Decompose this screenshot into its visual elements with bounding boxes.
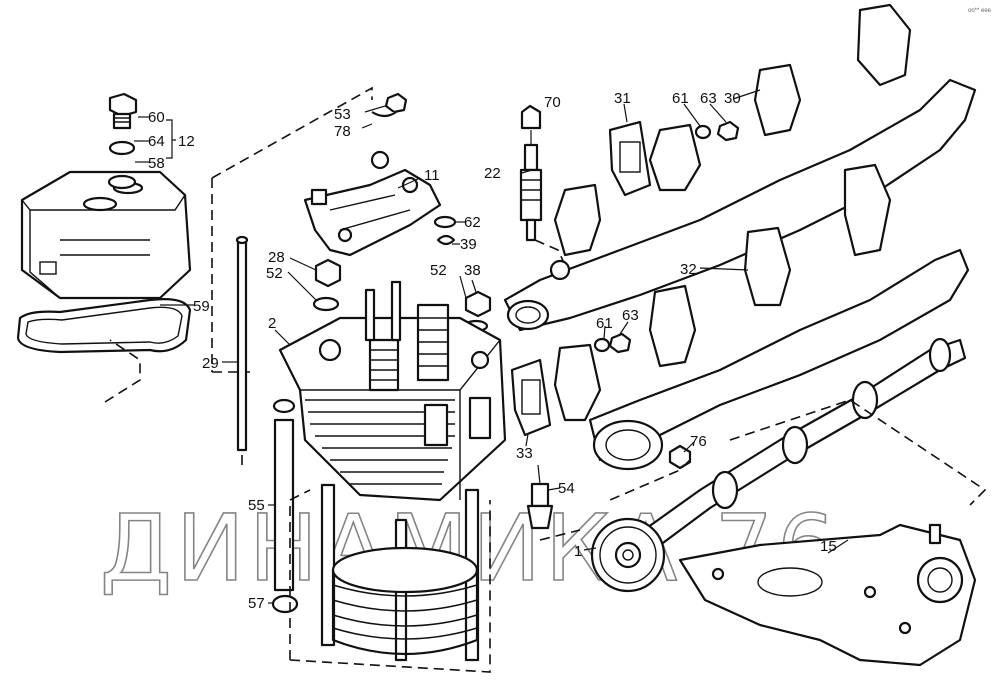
callout-63a: 63 <box>700 90 717 107</box>
frame-line <box>534 239 566 266</box>
callout-31: 31 <box>614 90 631 107</box>
callout-2: 2 <box>268 315 276 332</box>
callout-labels: 60 64 12 58 59 53 78 11 62 39 28 52 52 3… <box>148 90 837 612</box>
callout-39: 39 <box>460 236 477 253</box>
callout-70: 70 <box>544 94 561 111</box>
frame-line <box>289 489 311 660</box>
callout-12: 12 <box>178 133 195 150</box>
callout-62: 62 <box>464 214 481 231</box>
washer-64 <box>108 140 136 156</box>
frame-line <box>609 459 691 501</box>
manifold-32 <box>553 163 970 471</box>
gasket-33 <box>510 358 552 437</box>
callout-28: 28 <box>268 249 285 266</box>
callout-30: 30 <box>724 90 741 107</box>
callout-38: 38 <box>464 262 481 279</box>
callout-52b: 52 <box>430 262 447 279</box>
injector-cap-70 <box>520 104 542 130</box>
frame-line <box>289 500 491 673</box>
callout-1: 1 <box>574 543 582 560</box>
corner-mark: oo** eee <box>968 8 992 14</box>
seal-57 <box>271 594 299 614</box>
seal-58 <box>107 174 137 190</box>
callout-15: 15 <box>820 538 837 555</box>
tube-55 <box>272 398 296 592</box>
callout-33: 33 <box>516 445 533 462</box>
callout-52a: 52 <box>266 265 283 282</box>
push-rod-29 <box>235 235 249 452</box>
callout-64: 64 <box>148 133 165 150</box>
cam-gear <box>590 517 666 593</box>
callout-63b: 63 <box>622 307 639 324</box>
callout-58: 58 <box>148 155 165 172</box>
callout-22: 22 <box>484 165 501 182</box>
washer-61a <box>694 124 712 140</box>
nut-63b <box>608 332 632 354</box>
callout-53: 53 <box>334 106 351 123</box>
clip-78 <box>371 111 397 118</box>
callout-61b: 61 <box>596 315 613 332</box>
injector-22 <box>519 143 543 242</box>
camshaft-1 <box>628 337 967 562</box>
gasket-31 <box>608 120 652 197</box>
callout-32: 32 <box>680 261 697 278</box>
cylinder-barrel <box>331 546 479 656</box>
callout-54: 54 <box>558 480 575 497</box>
nut-63a <box>716 120 740 142</box>
nut-38 <box>464 290 492 318</box>
callout-29: 29 <box>202 355 219 372</box>
bracket-12 <box>166 119 176 159</box>
frame-line <box>211 86 373 179</box>
valve-cover <box>20 170 192 300</box>
callout-78: 78 <box>334 123 351 140</box>
callout-76: 76 <box>690 433 707 450</box>
callout-11: 11 <box>424 167 440 184</box>
rocker-arm-assembly-11 <box>303 150 442 257</box>
washer-52 <box>312 296 340 312</box>
fitting-54 <box>526 482 554 530</box>
callout-55: 55 <box>248 497 265 514</box>
manifold-30 <box>503 3 977 332</box>
leader-lines <box>134 89 849 604</box>
cover-nut-60 <box>108 92 138 130</box>
callout-59: 59 <box>193 298 210 315</box>
callout-61a: 61 <box>672 90 689 107</box>
frame-line <box>539 529 581 541</box>
spring-39 <box>436 234 456 246</box>
callout-57: 57 <box>248 595 265 612</box>
callout-60: 60 <box>148 109 165 126</box>
nut-53 <box>384 92 408 114</box>
valve-springs <box>364 280 450 392</box>
frame-line <box>104 339 141 403</box>
valve-cover-gasket <box>16 298 192 354</box>
nut-28 <box>314 258 342 288</box>
washer-62 <box>433 215 457 229</box>
washer-61b <box>593 337 611 353</box>
leader <box>537 464 541 485</box>
support-bracket-15 <box>678 523 977 667</box>
